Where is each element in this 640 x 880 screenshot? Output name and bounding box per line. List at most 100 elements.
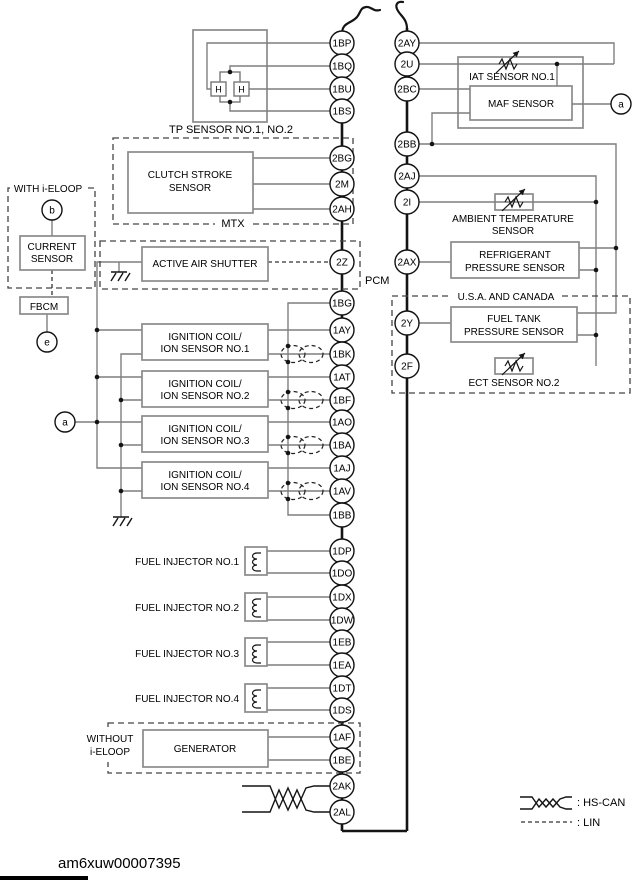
connector-1bu: 1BU — [329, 76, 355, 102]
fbcm-label: FBCM — [30, 302, 58, 313]
svg-text:1AO: 1AO — [332, 418, 352, 429]
connector-2ax: 2AX — [394, 249, 420, 275]
svg-text:b: b — [49, 206, 55, 217]
lin-wires — [51, 261, 330, 297]
connector-2ak: 2AK — [329, 773, 355, 799]
ref-circle-a-right: a — [610, 93, 632, 115]
injector-coil-icons — [251, 552, 261, 709]
current-sensor-label-1: CURRENT — [28, 242, 77, 253]
svg-text:1AV: 1AV — [333, 487, 351, 498]
connector-1bb: 1BB — [329, 502, 355, 528]
connector-2aj: 2AJ — [394, 163, 420, 189]
with-ieloop-label: WITH i-ELOOP — [14, 184, 83, 195]
without-ieloop-label-1: WITHOUT — [87, 734, 134, 745]
iat-thermistor-icon — [495, 50, 520, 74]
maf-sensor-label: MAF SENSOR — [488, 99, 554, 110]
current-sensor-box — [19, 235, 86, 271]
refrigerant-pressure-sensor-box — [450, 241, 580, 279]
connector-2f: 2F — [394, 353, 420, 379]
svg-text:1DW: 1DW — [331, 616, 354, 627]
ground-icon-shutter — [110, 271, 131, 282]
ambient-thermistor-icon — [501, 188, 526, 212]
svg-text:1BS: 1BS — [333, 107, 352, 118]
figure-code: am6xuw00007395 — [58, 855, 181, 872]
ect-thermistor-icon — [501, 352, 526, 376]
ref-circle-e: e — [36, 331, 58, 353]
hall-element-left-box — [210, 81, 227, 97]
fuel-tank-label-1: FUEL TANK — [487, 314, 541, 325]
fuel-injector-1-box — [244, 546, 268, 576]
clutch-stroke-sensor-box — [127, 151, 254, 214]
ignition-coil-2-box — [141, 370, 269, 408]
svg-text:2Y: 2Y — [401, 319, 414, 330]
injector-icon-4 — [251, 689, 261, 709]
svg-text:1DO: 1DO — [332, 569, 353, 580]
injector-wires — [267, 550, 330, 711]
svg-text:2AY: 2AY — [398, 39, 416, 50]
coil3-label-2: ION SENSOR NO.3 — [161, 436, 250, 447]
shield-icon-coil1 — [280, 344, 324, 364]
shield-icon-coil3 — [280, 435, 324, 455]
connector-1dt: 1DT — [329, 675, 355, 701]
connector-1ao: 1AO — [329, 409, 355, 435]
connector-1ds: 1DS — [329, 697, 355, 723]
connector-2bc: 2BC — [394, 76, 420, 102]
refrigerant-label-1: REFRIGERANT — [479, 250, 551, 261]
svg-text:2BG: 2BG — [332, 154, 352, 165]
shielded-cable-icons — [280, 344, 324, 501]
connector-1ba: 1BA — [329, 432, 355, 458]
connector-1dx: 1DX — [329, 584, 355, 610]
svg-text:1BG: 1BG — [332, 299, 352, 310]
svg-text:2BC: 2BC — [397, 85, 416, 96]
connector-2al: 2AL — [329, 799, 355, 825]
ignition-coil-4-box — [141, 461, 269, 499]
connector-2ay: 2AY — [394, 30, 420, 56]
coil4-label-2: ION SENSOR NO.4 — [161, 482, 250, 493]
tp-sensor-wires — [206, 42, 330, 112]
label-bg — [215, 218, 251, 229]
coil-connector-wires — [268, 329, 330, 492]
refrigerant-label-2: PRESSURE SENSOR — [465, 263, 565, 274]
svg-text:1BK: 1BK — [333, 350, 352, 361]
harness-break-right-icon — [395, 0, 409, 31]
hall-right-label: H — [238, 85, 245, 95]
svg-text:1BA: 1BA — [333, 441, 352, 452]
connector-1bp: 1BP — [329, 30, 355, 56]
svg-text:1EB: 1EB — [333, 638, 352, 649]
svg-text:1AY: 1AY — [333, 326, 351, 337]
connector-1dw: 1DW — [329, 607, 355, 633]
ignition-coil-3-box — [141, 415, 269, 453]
without-ieloop-label-2: i-ELOOP — [90, 747, 130, 758]
svg-text:2AH: 2AH — [332, 205, 351, 216]
active-air-shutter-box — [141, 246, 269, 282]
connector-1be: 1BE — [329, 747, 355, 773]
svg-text:2I: 2I — [403, 198, 411, 209]
coil-ground-bus — [120, 353, 142, 517]
coil2-label-1: IGNITION COIL/ — [168, 379, 242, 390]
connector-1at: 1AT — [329, 364, 355, 390]
twisted-pair-icon — [242, 785, 330, 813]
coil4-label-1: IGNITION COIL/ — [168, 470, 242, 481]
ieloop-wires — [46, 220, 53, 332]
svg-text:a: a — [618, 100, 624, 111]
fuel-injector-3-box — [244, 637, 268, 667]
connector-2m: 2M — [329, 171, 355, 197]
connector-2bg: 2BG — [329, 145, 355, 171]
connector-1do: 1DO — [329, 560, 355, 586]
label-bg — [10, 184, 87, 195]
fuel-tank-pressure-sensor-box — [450, 306, 578, 343]
connector-1aj: 1AJ — [329, 455, 355, 481]
connector-2ah: 2AH — [329, 196, 355, 222]
label-bg — [84, 730, 137, 762]
svg-text:2M: 2M — [335, 180, 349, 191]
connector-2z: 2Z — [329, 249, 355, 275]
connector-1ay: 1AY — [329, 317, 355, 343]
coil1-label-1: IGNITION COIL/ — [168, 332, 242, 343]
svg-text:1DX: 1DX — [332, 593, 352, 604]
hall-element-right-box — [233, 81, 250, 97]
ground-icon-coils — [112, 516, 133, 527]
injector-icon-2 — [251, 598, 261, 618]
svg-text:2AL: 2AL — [333, 808, 351, 819]
thermistor-icons — [495, 50, 526, 376]
